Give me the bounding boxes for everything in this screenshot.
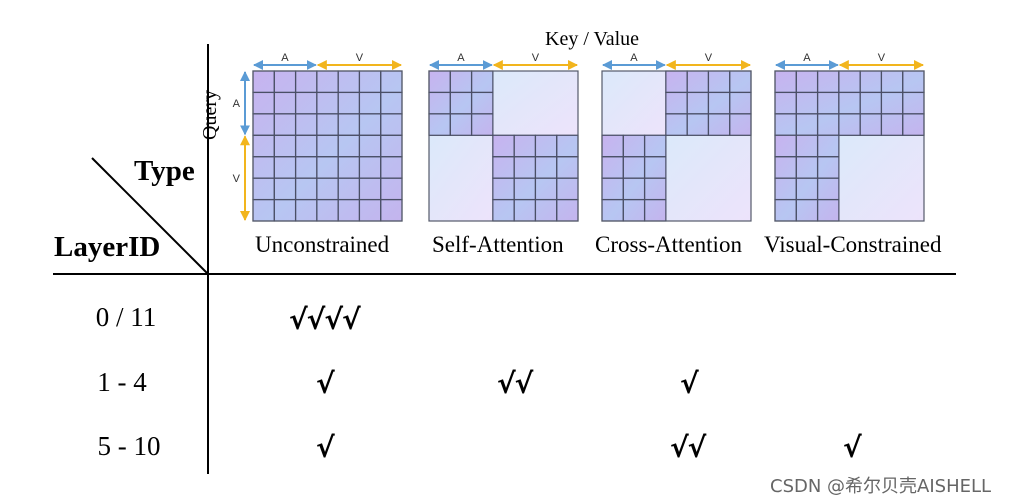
audio-key-label: A (457, 52, 465, 64)
type-header: Type (134, 155, 195, 187)
matrix-outline (252, 70, 403, 222)
type-name-cross-attention: Cross-Attention (595, 232, 742, 257)
audio-query-label: A (233, 98, 241, 110)
audio-key-label: A (281, 52, 289, 64)
row-label: 0 / 11 (95, 302, 157, 332)
visual-key-label: V (356, 52, 364, 64)
matrix-outline (601, 70, 752, 222)
visual-key-label: V (705, 52, 713, 64)
matrix-cell (470, 113, 494, 136)
type-name-visual-constrained: Visual-Constrained (764, 232, 942, 257)
type-name-self-attention: Self-Attention (432, 232, 564, 257)
masked-region (665, 134, 752, 222)
query-label: Query (199, 90, 221, 140)
check-mark: √ (316, 367, 335, 400)
masked-region (838, 134, 925, 222)
check-mark: √ (843, 431, 862, 464)
layer-id-header: LayerID (54, 231, 161, 263)
watermark: CSDN @希尔贝壳AISHELL (770, 476, 992, 497)
row-label: 5 - 10 (97, 431, 161, 461)
row-label: 1 - 4 (97, 367, 147, 397)
check-mark: √√ (670, 431, 706, 464)
masked-region (492, 70, 579, 136)
masked-region (601, 70, 667, 136)
attended-region (429, 71, 493, 136)
check-mark: √ (316, 431, 335, 464)
key-value-label: Key / Value (545, 28, 640, 50)
visual-key-label: V (532, 52, 540, 64)
attended-region (253, 71, 402, 221)
diagonal-divider (91, 157, 209, 275)
check-mark: √√√√ (289, 303, 361, 336)
visual-query-label: V (233, 173, 241, 185)
check-mark: √√ (497, 367, 533, 400)
visual-key-label: V (878, 52, 886, 64)
audio-key-label: A (803, 52, 811, 64)
matrix-outline (774, 70, 925, 222)
masked-region (428, 134, 494, 222)
check-mark: √ (680, 367, 699, 400)
attended-region (775, 71, 924, 136)
type-name-unconstrained: Unconstrained (255, 232, 390, 257)
matrix-outline (428, 70, 579, 222)
audio-key-label: A (630, 52, 638, 64)
